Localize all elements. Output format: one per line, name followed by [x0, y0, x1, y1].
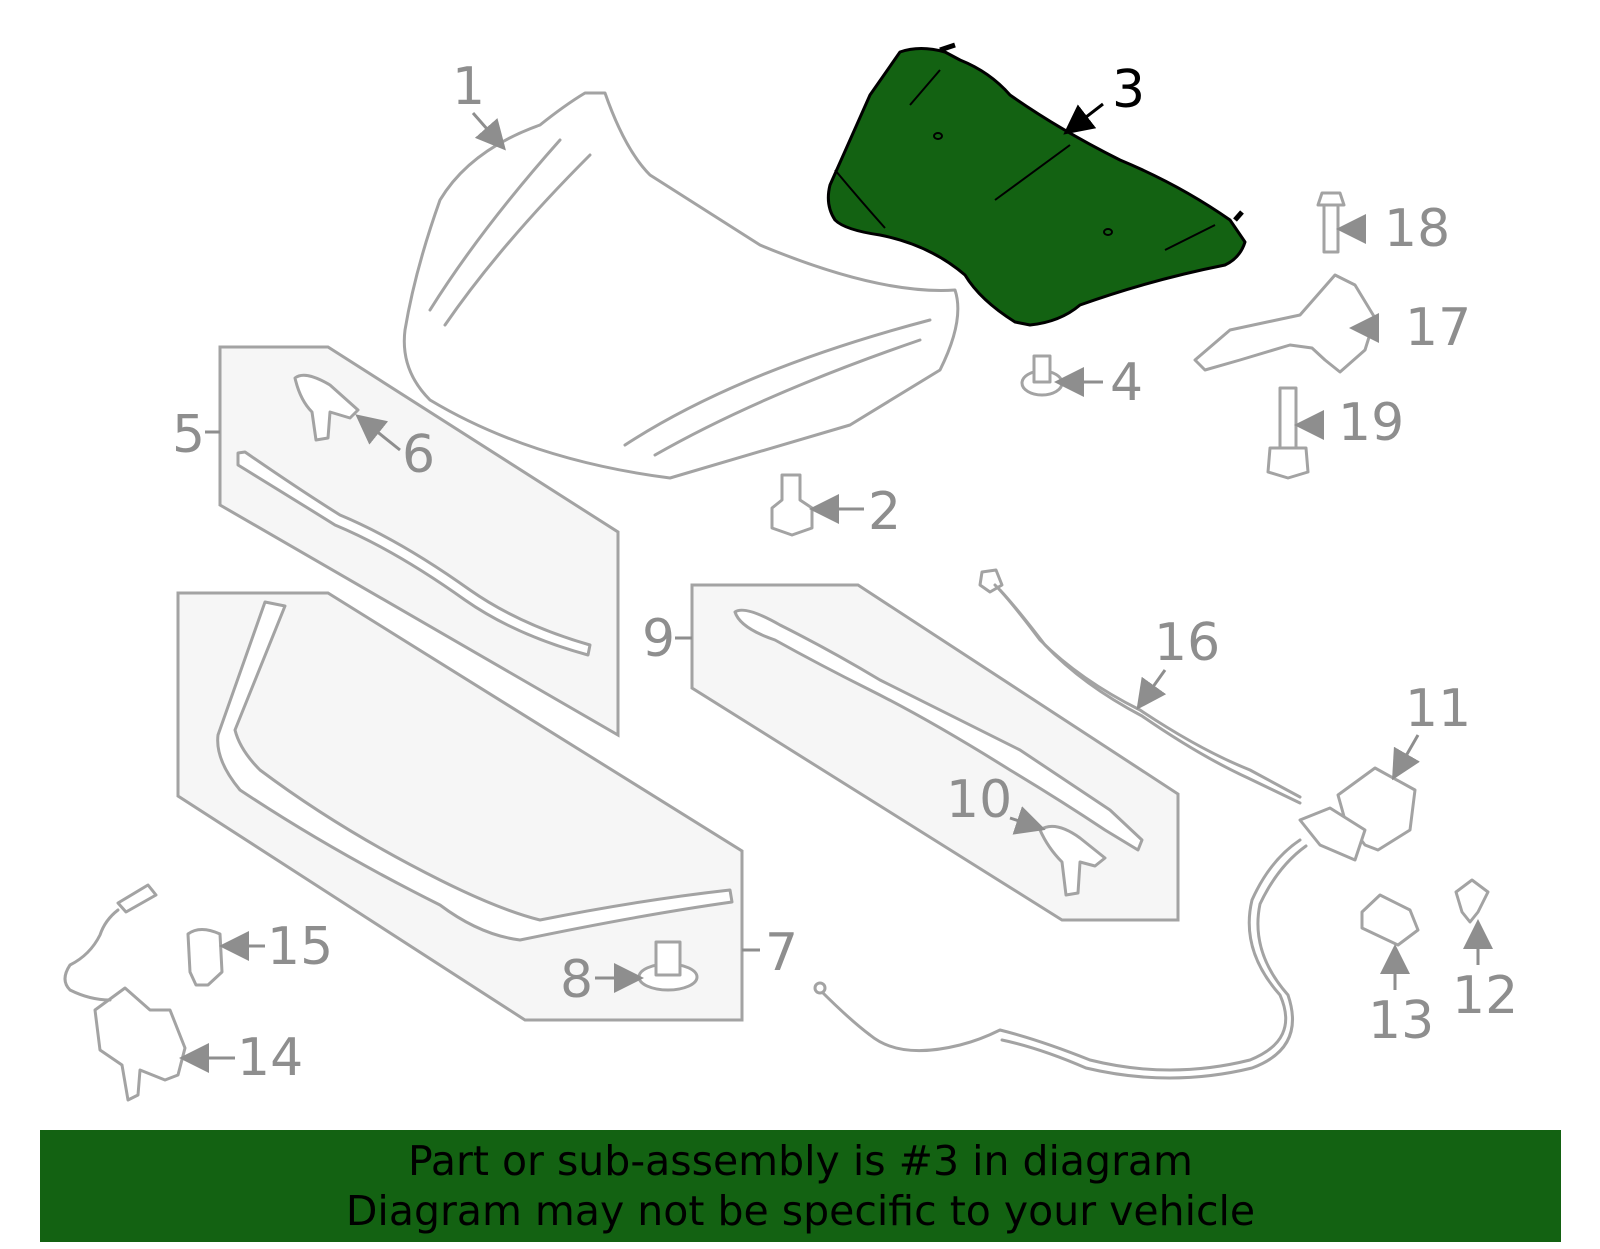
callout-3-highlighted[interactable]: 3	[1112, 60, 1145, 120]
group-box-9	[690, 583, 1180, 922]
bolt-18	[1316, 191, 1346, 254]
release-handle-11	[813, 766, 1417, 1080]
hood-insulator-highlighted[interactable]	[826, 42, 1247, 327]
clip-6	[293, 373, 360, 442]
callout-5: 5	[172, 405, 205, 465]
callout-2: 2	[868, 482, 901, 542]
banner-line-2: Diagram may not be specific to your vehi…	[345, 1187, 1256, 1235]
clip-8	[637, 940, 699, 992]
callout-7: 7	[765, 923, 798, 983]
hood-panel	[402, 91, 960, 480]
callout-11: 11	[1405, 679, 1471, 739]
callout-19: 19	[1338, 393, 1404, 453]
clip-13	[1360, 893, 1420, 947]
bolt-19	[1266, 386, 1310, 480]
group-box-7	[176, 591, 744, 1022]
callout-10: 10	[946, 770, 1012, 830]
callout-6: 6	[402, 425, 435, 485]
callout-12: 12	[1452, 966, 1518, 1026]
callout-15: 15	[267, 917, 333, 977]
clip-10	[1038, 824, 1107, 897]
callout-4: 4	[1110, 353, 1143, 413]
callout-8: 8	[560, 950, 593, 1010]
callout-labels: 1 2 3 4 5 6 7 8 9 10 11 12 13 14 15 16 1…	[172, 57, 1518, 1088]
bumper-2	[770, 473, 814, 537]
callout-14: 14	[237, 1028, 303, 1088]
banner-line-1: Part or sub-assembly is #3 in diagram	[408, 1137, 1193, 1185]
cable-16	[978, 568, 1302, 805]
callout-9: 9	[642, 609, 675, 669]
hinge-17	[1193, 273, 1377, 374]
callout-17: 17	[1405, 298, 1471, 358]
callout-1: 1	[452, 57, 485, 117]
callout-16: 16	[1154, 613, 1220, 673]
callout-13: 13	[1368, 991, 1434, 1051]
group-box-5	[218, 345, 620, 738]
hood-latch-14	[63, 883, 187, 1102]
bumper-15	[186, 928, 224, 987]
callout-18: 18	[1384, 199, 1450, 259]
clip-12	[1454, 878, 1490, 924]
info-banner: Part or sub-assembly is #3 in diagram Di…	[40, 1130, 1561, 1242]
grommet-4	[1020, 354, 1064, 397]
leader-lines	[179, 102, 1493, 1073]
